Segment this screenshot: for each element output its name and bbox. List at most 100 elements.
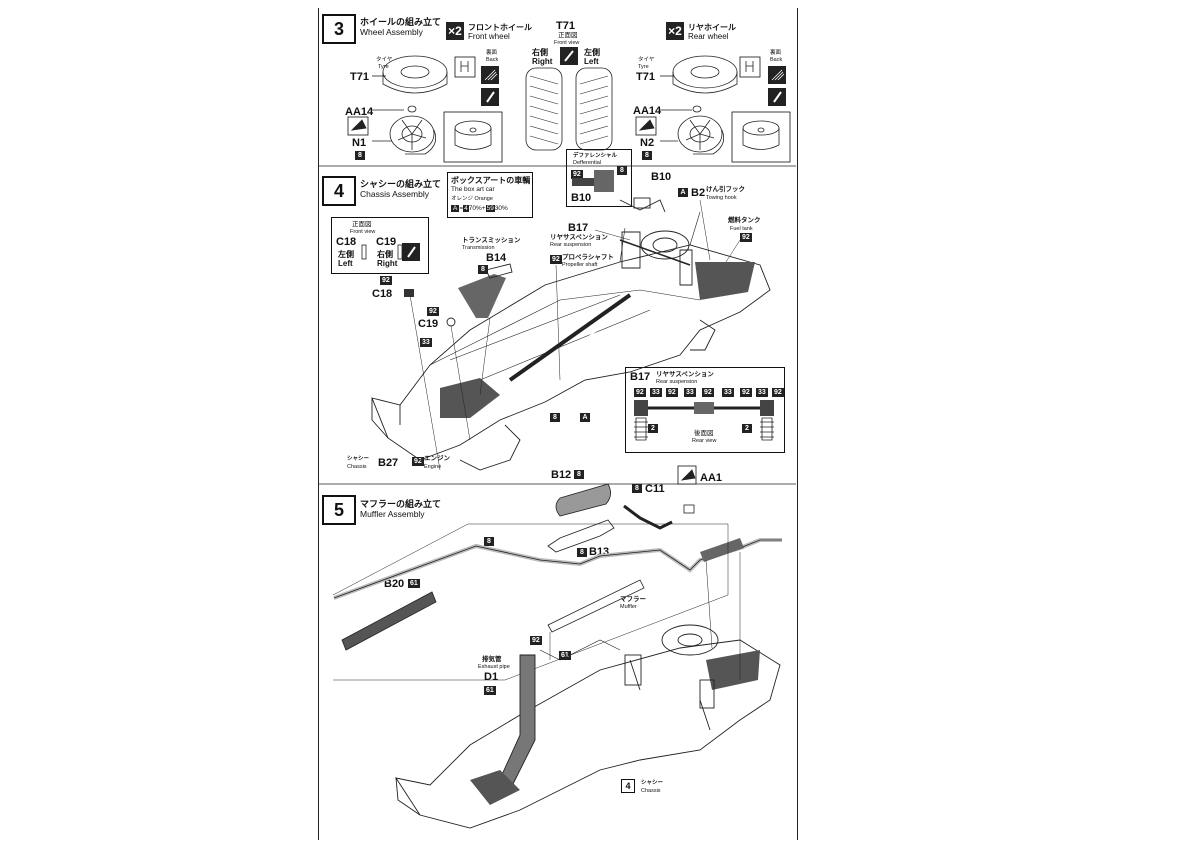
c19-label: C19: [418, 318, 439, 330]
rsd-en: Rear suspension: [656, 379, 698, 385]
engine-code: 92: [412, 457, 424, 466]
trans-part: B14: [486, 252, 507, 264]
aa14-front: AA14: [345, 106, 374, 118]
boxart-color-panel: ボックスアートの車輌 The box art car オレンジ Orange A…: [447, 172, 533, 218]
rsd-code-1: 33: [650, 388, 662, 397]
fv-c18: C18: [336, 236, 357, 248]
paint-brush-tyre: [564, 50, 574, 62]
towing-hook-jp: けん引フック: [706, 186, 745, 193]
rsd-part: B17: [630, 371, 651, 383]
tyre-en-rear: Tyre: [638, 64, 649, 70]
paint-brush-c18c19: [407, 246, 416, 258]
tyre-part-front: T71: [350, 71, 369, 83]
wheel-rear-part: N2: [640, 137, 655, 149]
b12-code: 8: [574, 470, 584, 479]
b12-part: B12: [551, 469, 572, 481]
c19-code: 92: [427, 307, 439, 316]
tyre-jp-front: タイヤ: [376, 57, 393, 63]
c18-code: 92: [380, 276, 392, 285]
back-view-icon-rear: [739, 56, 761, 78]
engine-jp: エンジン: [424, 455, 450, 462]
floor-code-8: 8: [550, 413, 560, 422]
exhaust-en: Exhaust pipe: [478, 664, 510, 670]
engine-en: Engine: [424, 464, 442, 470]
rsd-code-2a: 2: [648, 424, 658, 433]
back-view-glyph-rear: [745, 61, 754, 72]
rear-wheel-label-jp: リヤホイール: [688, 23, 736, 32]
boxart-mix-p2-pct: 30%: [494, 205, 508, 212]
c18-pin: [361, 244, 367, 260]
rsd-jp: リヤサスペンション: [656, 371, 714, 378]
step4-number: 4: [322, 176, 356, 206]
tyre-tread-drawing: [525, 67, 613, 151]
tyre-right-jp: 右側: [532, 48, 548, 57]
paint-code-front: 8: [355, 151, 365, 160]
step3-number: 3: [322, 14, 356, 44]
rsd-view-en: Rear view: [692, 438, 717, 444]
page-frame: [318, 8, 798, 840]
tyre-left-jp: 左側: [584, 48, 600, 57]
boxart-mix-p1-pct: 70%: [468, 205, 482, 212]
b17-en: Rear suspension: [550, 242, 592, 248]
rsd-code-2: 92: [666, 388, 678, 397]
back-jp-front: 裏面: [486, 50, 498, 56]
back-en-front: Back: [486, 57, 499, 63]
rear-suspension-detail-drawing: [634, 400, 774, 441]
boxart-title-en: The box art car: [451, 186, 495, 193]
b2-part: B2: [691, 187, 706, 199]
rsd-code-7: 33: [756, 388, 768, 397]
paint-brush-front: [486, 91, 495, 103]
front-wheel-label-en: Front wheel: [468, 32, 510, 41]
fv-jp: 正面図: [352, 221, 372, 228]
step4-title-jp: シャシーの組み立て: [360, 179, 442, 189]
b13-code: 8: [577, 548, 587, 557]
b2-code: A: [678, 188, 688, 197]
tyre-right-en: Right: [532, 57, 553, 66]
rsd-code-3: 33: [684, 388, 696, 397]
boxart-mix-p2: 59: [485, 205, 495, 212]
rsd-code-5: 33: [722, 388, 734, 397]
decal-glyph-front: [484, 69, 498, 81]
fv-left-jp: 左側: [338, 250, 354, 259]
aa14-rear: AA14: [633, 105, 662, 117]
diff-jp: デファレンシャル: [573, 153, 618, 159]
prop-code: 92: [550, 255, 562, 264]
exhaust-code-61b: 61: [559, 651, 571, 660]
rsd-view-jp: 後面図: [694, 430, 714, 437]
rear-qty-badge: ×2: [666, 22, 684, 40]
tyre-jp-rear: タイヤ: [638, 57, 655, 63]
trans-jp: トランスミッション: [462, 237, 521, 244]
chassis-en: Chassis: [347, 464, 367, 470]
c11-code: 8: [632, 484, 642, 493]
front-wheel-label-jp: フロントホイール: [468, 23, 532, 32]
fv-right-jp: 右側: [377, 250, 393, 259]
tyre-view-en: Front view: [554, 40, 580, 46]
trans-code: 8: [478, 265, 488, 274]
step3-title-jp: ホイールの組み立て: [360, 17, 442, 27]
step5-title-en: Muffler Assembly: [360, 509, 425, 519]
trans-en: Transmission: [462, 245, 495, 251]
aa14-glyph-rear: [638, 119, 655, 131]
paint-code-rear: 8: [642, 151, 652, 160]
fv-c19: C19: [376, 236, 397, 248]
diff-en: Defferential: [573, 160, 602, 166]
diff-code-8: 8: [617, 166, 627, 175]
rsd-code-2b: 2: [742, 424, 752, 433]
rear-wheel-label-en: Rear wheel: [688, 32, 729, 41]
step5-title-jp: マフラーの組み立て: [360, 499, 442, 509]
exhaust-code: 61: [484, 686, 496, 695]
hub-detail-front: [443, 111, 503, 163]
chassis-part: B27: [378, 457, 399, 469]
muffler-en: Muffler: [620, 604, 637, 610]
back-en-rear: Back: [770, 57, 783, 63]
rsd-code-0: 92: [634, 388, 646, 397]
boxart-color-jp: オレンジ: [451, 196, 474, 202]
pipe-code: 8: [484, 537, 494, 546]
boxart-color-en: Orange: [474, 196, 493, 202]
code-33: 33: [420, 338, 432, 347]
c18-label: C18: [372, 288, 393, 300]
diff-part: B10: [571, 192, 592, 204]
b20-part: B20: [384, 578, 405, 590]
tyre-en-front: Tyre: [378, 64, 389, 70]
